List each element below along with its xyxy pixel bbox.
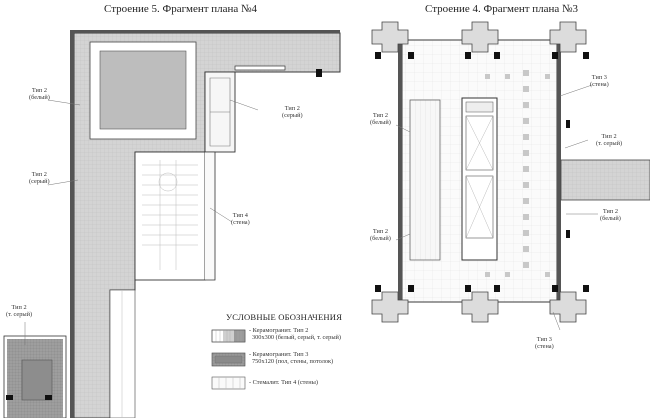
label-type2-white-r-left-bottom: Тип 2(белый) [370,228,391,243]
label-type2-white-right: Тип 2(белый) [600,208,621,223]
left-plan [3,30,341,418]
legend-item-tile-750: - Керамогранит. Тип 3 750х120 (пол, стен… [249,351,334,366]
label-type2-gray-right: Тип 2(серый) [282,105,303,120]
legend-swatch-stemalit [211,376,246,390]
label-type3-wall-top: Тип 3(стена) [590,74,609,89]
label-type4-wall: Тип 4(стена) [231,212,250,227]
label-type3-wall-bottom: Тип 3(стена) [535,336,554,351]
legend-swatch-tile-750 [211,352,246,367]
legend-item-tile-300: - Керамогранит. Тип 2 300х300 (белый, се… [249,327,342,342]
floor-dots [485,70,550,277]
label-type2-white-left: Тип 2(белый) [29,87,50,102]
left-plan-title: Строение 5. Фрагмент плана №4 [104,3,258,15]
legend-swatch-tile-300 [211,329,246,343]
legend-swatches [211,329,246,390]
label-type2-gray-left: Тип 2(серый) [29,171,50,186]
label-type2-white-r-left-top: Тип 2(белый) [370,112,391,127]
column-row-top [371,21,587,53]
right-plan-title: Строение 4. Фрагмент плана №3 [425,3,579,15]
label-type2-darkgray-right: Тип 2(т. серый) [596,133,623,148]
legend-item-stemalit: - Стемалит. Тип 4 (стены) [249,379,318,386]
legend-title: УСЛОВНЫЕ ОБОЗНАЧЕНИЯ [226,312,343,322]
column-row-bottom [371,291,587,323]
right-plan [371,21,650,331]
label-type2-darkgray: Тип 2(т. серый) [6,304,33,319]
